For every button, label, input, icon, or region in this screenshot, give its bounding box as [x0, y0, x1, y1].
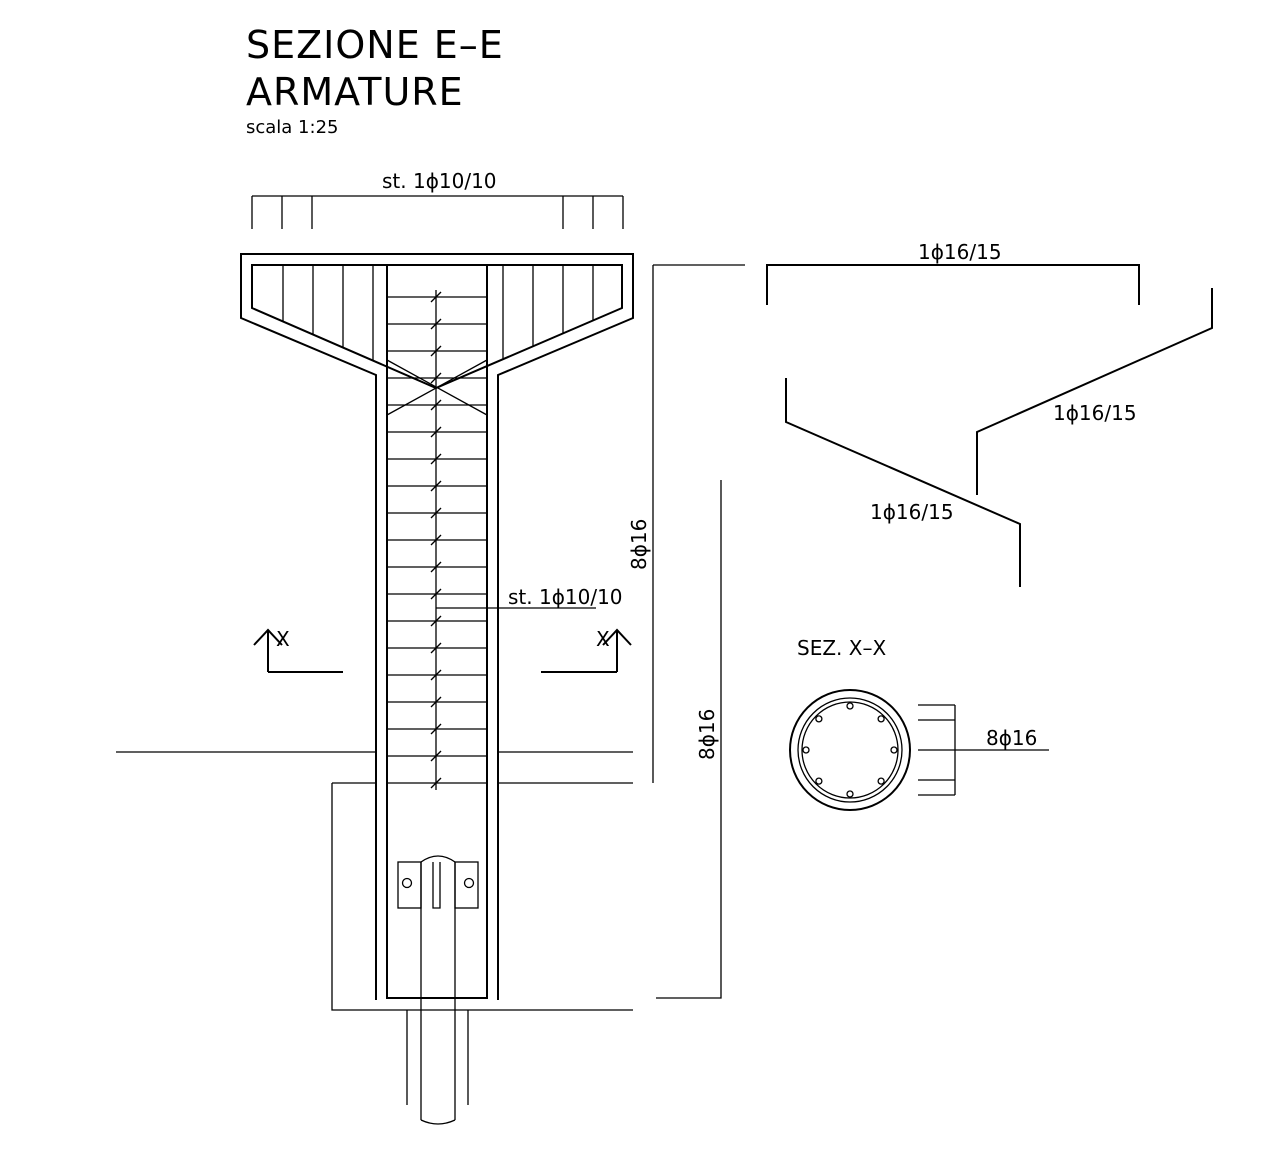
- stirrup-tick: [430, 372, 442, 384]
- section-mark-left-label: X: [276, 627, 290, 651]
- stirrup-tick: [430, 669, 442, 681]
- stirrup-tick: [430, 399, 442, 411]
- section-bars-label: 8ϕ16: [986, 726, 1037, 750]
- stirrup-tick: [430, 750, 442, 762]
- vertical-bars-lower-label: 8ϕ16: [695, 709, 719, 760]
- section-bar: [802, 746, 810, 754]
- stirrup-top-label: st. 1ϕ10/10: [382, 169, 497, 193]
- stirrup-column-label: st. 1ϕ10/10: [508, 585, 623, 609]
- stirrup-tick: [430, 534, 442, 546]
- section-bar: [877, 777, 885, 785]
- section-xx-title: SEZ. X–X: [797, 636, 886, 660]
- column-stirrup-callout: st. 1ϕ10/10: [436, 585, 623, 609]
- column-stirrups: [387, 291, 487, 789]
- stirrup-tick: [430, 642, 442, 654]
- stirrup-tick: [430, 453, 442, 465]
- section-outer-circle: [789, 689, 911, 811]
- stirrup-tick: [430, 480, 442, 492]
- section-bar: [815, 715, 823, 723]
- stirrup-tick: [430, 777, 442, 789]
- stirrup-tick: [430, 291, 442, 303]
- stirrup-tick: [430, 345, 442, 357]
- stirrup-tick: [430, 723, 442, 735]
- drawing-scale: scala 1:25: [246, 117, 338, 138]
- section-bar: [877, 715, 885, 723]
- section-bar: [846, 702, 854, 710]
- section-marks: X X: [253, 627, 632, 673]
- head-stirrups: [282, 265, 594, 361]
- vertical-bars-upper-label: 8ϕ16: [627, 519, 651, 570]
- pile-plate-left: [397, 861, 422, 909]
- stirrup-tick: [430, 696, 442, 708]
- title-block: SEZIONE E–E ARMATURE scala 1:25: [246, 23, 504, 138]
- stirrup-tick: [430, 588, 442, 600]
- bar-shapes: 1ϕ16/15 1ϕ16/15 1ϕ16/15: [766, 240, 1213, 587]
- stirrup-tick: [430, 561, 442, 573]
- bar-left-bent-label: 1ϕ16/15: [870, 500, 954, 524]
- section-bar: [815, 777, 823, 785]
- section-bar: [846, 790, 854, 798]
- stirrup-tick: [430, 318, 442, 330]
- section-arrow-right: [541, 628, 632, 673]
- column-outline: [240, 253, 634, 1000]
- pile: [397, 855, 479, 1125]
- drawing-subtitle: ARMATURE: [246, 70, 464, 114]
- section-bars: [802, 702, 898, 798]
- section-bar: [890, 746, 898, 754]
- bar-right-bent-label: 1ϕ16/15: [1053, 401, 1137, 425]
- pile-plate-right: [454, 861, 479, 909]
- section-mark-right-label: X: [596, 627, 610, 651]
- stirrup-tick: [430, 426, 442, 438]
- bar-top-straight-shape: [766, 264, 1140, 305]
- top-stirrup-dimension: st. 1ϕ10/10: [251, 169, 624, 229]
- drawing-title: SEZIONE E–E: [246, 23, 504, 67]
- bar-top-straight-label: 1ϕ16/15: [918, 240, 1002, 264]
- vertical-bar-dimensions: 8ϕ16 8ϕ16: [627, 264, 745, 999]
- bar-right-bent-shape: [976, 288, 1213, 495]
- section-arrow-left: [253, 628, 343, 673]
- bar-left-bent-shape: [785, 378, 1021, 587]
- ground-lines: [116, 751, 633, 1011]
- stirrup-tick: [430, 507, 442, 519]
- stirrup-tick: [430, 615, 442, 627]
- section-xx-detail: SEZ. X–X 8ϕ16: [789, 636, 1049, 811]
